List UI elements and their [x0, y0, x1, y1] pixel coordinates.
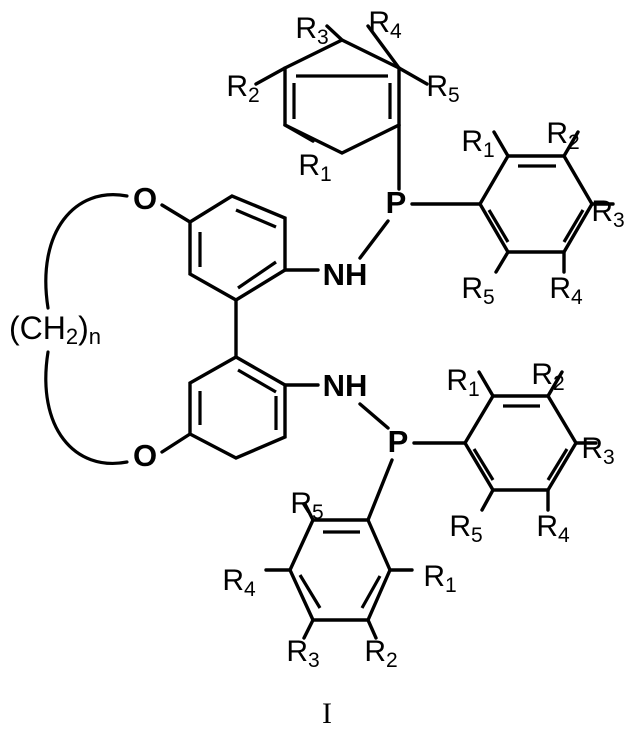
upper-right-ring-label-r4: R4	[549, 272, 583, 309]
phosphorus-atom-upper: P	[386, 185, 407, 220]
lower-right-ring-label-r1: R1	[446, 364, 479, 401]
upper-central-double-bond-3	[237, 260, 277, 290]
upper-right-phenyl-ring: R1 R2 R3 R4 R5	[461, 117, 624, 309]
top-ring-stub-r4	[366, 24, 401, 70]
bottom-ring-double-bond-3	[360, 575, 382, 609]
upper-amine-group: NH	[283, 257, 368, 292]
lower-right-phenyl-ring: R1 R2 R3 R4 R5	[446, 358, 614, 547]
bottom-ring-stub-r5	[303, 502, 315, 522]
upper-central-phenyl-ring	[160, 194, 287, 359]
upper-right-ring-stub-r1	[492, 130, 510, 158]
lower-phosphorus-group: P	[366, 424, 467, 522]
upper-right-ring-double-bond-3	[562, 209, 585, 243]
bottom-ring-label-r1: R1	[423, 560, 456, 597]
bridge-label: (CH2)n	[9, 310, 101, 348]
bottom-ring-label-r4: R4	[222, 564, 256, 601]
bottom-ring-label-r3: R3	[286, 635, 319, 672]
bottom-ring-stub-r2	[366, 618, 378, 640]
polymethylene-bridge: (CH2)n	[9, 193, 129, 465]
amine-label-upper: NH	[323, 257, 368, 292]
lower-central-phenyl-ring	[160, 355, 320, 460]
bottom-phenyl-ring: R5 R4 R3 R2 R1	[222, 487, 456, 672]
upper-ring-to-oxygen-bond	[160, 203, 192, 224]
bottom-ring-stub-r3	[302, 618, 315, 640]
lower-right-ring-stub-r1	[477, 370, 495, 398]
top-ring-label-r4: R4	[368, 6, 402, 43]
oxygen-atom-bottom: O	[133, 438, 157, 473]
lower-right-ring-hexagon	[463, 394, 578, 492]
top-ring-stub-r3	[325, 24, 344, 42]
top-ring-stub-r2	[254, 66, 287, 86]
upper-phosphorus-group: P	[358, 185, 482, 260]
oxygen-atom-top: O	[133, 181, 157, 216]
upper-right-ring-stub-r2	[562, 130, 580, 158]
bridge-curve-upper	[44, 193, 129, 310]
bottom-ring-label-r5: R5	[290, 487, 323, 524]
phosphorus-atom-lower: P	[388, 424, 409, 459]
lower-right-ring-stub-r2	[546, 370, 564, 398]
lower-p-to-bottom-ring-bond	[366, 458, 394, 522]
top-ring-label-r1: R1	[298, 149, 331, 186]
top-phenyl-ring: R3 R4 R2 R5 R1	[226, 6, 460, 191]
lower-right-ring-label-r4: R4	[536, 510, 570, 547]
lower-central-ring-hexagon	[188, 355, 287, 460]
top-ring-stub-r5	[397, 66, 429, 86]
top-ring-stub-r1	[283, 123, 315, 143]
lower-right-ring-label-r3: R3	[581, 432, 614, 469]
bridge-curve-lower	[44, 350, 129, 465]
lower-amine-group: NH	[323, 368, 390, 430]
bottom-ring-hexagon	[288, 518, 392, 622]
upper-right-ring-double-bond-2	[487, 209, 510, 243]
lower-right-ring-stub-r5	[480, 488, 495, 512]
bottom-ring-label-r2: R2	[364, 635, 397, 672]
lower-nh-to-p-bond	[358, 402, 390, 430]
lower-central-double-bond-1	[237, 368, 277, 394]
lower-right-ring-label-r2: R2	[531, 358, 564, 395]
amine-label-lower: NH	[323, 368, 368, 403]
upper-p-to-nh-bond	[358, 219, 390, 260]
upper-right-ring-hexagon	[478, 154, 594, 254]
upper-central-double-bond-1	[235, 208, 277, 229]
figure-label: I	[322, 697, 332, 730]
top-ring-label-r5: R5	[426, 70, 459, 107]
top-ring-label-r2: R2	[226, 70, 259, 107]
upper-right-ring-label-r2: R2	[546, 117, 579, 154]
lower-right-double-bond-3	[546, 448, 569, 481]
upper-central-ring-hexagon	[188, 194, 287, 302]
lower-right-ring-label-r5: R5	[449, 510, 482, 547]
upper-right-ring-label-r1: R1	[461, 125, 494, 162]
bottom-ring-double-bond-2	[298, 574, 322, 609]
lower-right-double-bond-2	[472, 448, 495, 481]
upper-right-ring-stub-r5	[494, 250, 510, 274]
upper-right-ring-label-r5: R5	[461, 272, 494, 309]
top-ring-label-r3: R3	[295, 12, 328, 49]
lower-ring-to-oxygen-bond	[160, 432, 192, 454]
upper-right-ring-label-r3: R3	[591, 195, 624, 232]
